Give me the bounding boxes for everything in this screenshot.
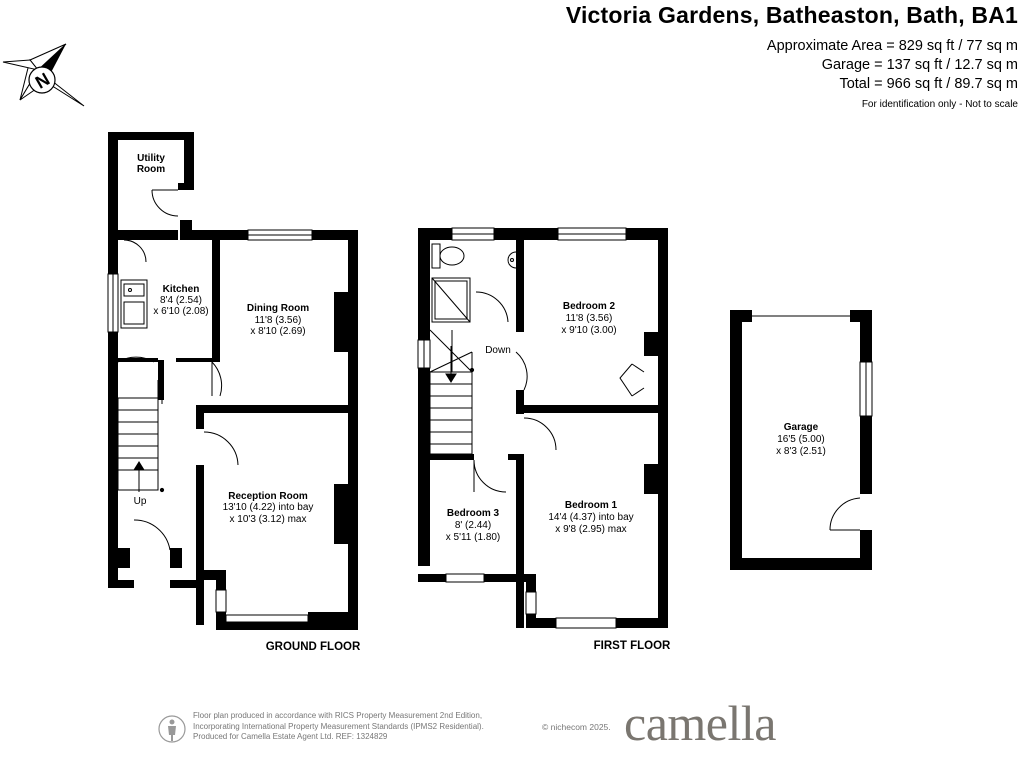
ground-floor-walls xyxy=(108,132,358,630)
first-floor-stairs xyxy=(429,329,475,455)
bedroom-3-dim-2: x 5'11 (1.80) xyxy=(446,532,501,543)
bedroom-2-dim-2: x 9'10 (3.00) xyxy=(561,325,616,336)
ground-floor-stairs xyxy=(117,380,165,493)
ground-floor-title: GROUND FLOOR xyxy=(266,641,361,653)
person-icon xyxy=(158,715,186,743)
dining-room-dim-2: x 8'10 (2.69) xyxy=(250,326,305,337)
first-floor-windows xyxy=(417,227,627,629)
garage-walls xyxy=(730,310,872,570)
bedroom-2-dim-1: 11'8 (3.56) xyxy=(566,313,613,324)
garage-dim-1: 16'5 (5.00) xyxy=(777,434,825,445)
garage-label: Garage xyxy=(784,422,819,433)
ground-floor-windows xyxy=(107,229,313,623)
dining-room-label: Dining Room xyxy=(247,303,309,314)
compass-icon: N xyxy=(2,43,85,107)
footer-line-2: Incorporating International Property Mea… xyxy=(193,721,484,731)
approximate-area: Approximate Area = 829 sq ft / 77 sq m xyxy=(766,38,1018,54)
utility-room-label-2: Room xyxy=(137,164,165,175)
bedroom-3-dim-1: 8' (2.44) xyxy=(455,520,491,531)
kitchen-sink-icon xyxy=(120,279,148,329)
ground-floor-doors xyxy=(117,189,239,551)
bedroom-2-label: Bedroom 2 xyxy=(563,301,616,312)
garage-dim-2: x 8'3 (2.51) xyxy=(776,446,826,457)
total-area: Total = 966 sq ft / 89.7 sq m xyxy=(839,76,1018,92)
bedroom-1-dim-2: x 9'8 (2.95) max xyxy=(555,524,626,535)
bathroom-fixtures xyxy=(431,243,517,323)
reception-room-dim-2: x 10'3 (3.12) max xyxy=(230,514,307,525)
bedroom-1-dim-1: 14'4 (4.37) into bay xyxy=(548,512,633,523)
kitchen-label: Kitchen xyxy=(163,284,200,295)
first-stairs-down-label: Down xyxy=(485,345,511,356)
brand-logo: camella xyxy=(624,695,776,751)
kitchen-dim-2: x 6'10 (2.08) xyxy=(153,306,208,317)
dining-room-dim-1: 11'8 (3.56) xyxy=(255,315,302,326)
footer-line-1: Floor plan produced in accordance with R… xyxy=(193,711,483,720)
kitchen-dim-1: 8'4 (2.54) xyxy=(160,295,202,306)
first-floor-walls xyxy=(418,228,668,628)
scale-disclaimer: For identification only - Not to scale xyxy=(861,99,1018,110)
reception-room-dim-1: 13'10 (4.22) into bay xyxy=(223,502,314,513)
bedroom-1-label: Bedroom 1 xyxy=(565,500,618,511)
ground-stairs-up-label: Up xyxy=(134,496,147,507)
footer-disclaimer: Floor plan produced in accordance with R… xyxy=(193,711,484,743)
garage-openings xyxy=(752,315,873,531)
utility-room-label-1: Utility xyxy=(137,153,165,164)
property-title: Victoria Gardens, Batheaston, Bath, BA1 xyxy=(565,2,1018,28)
first-floor-doors xyxy=(473,291,645,493)
footer-line-3: Produced for Camella Estate Agent Ltd. R… xyxy=(193,732,388,741)
reception-room-label: Reception Room xyxy=(228,491,308,502)
garage-area: Garage = 137 sq ft / 12.7 sq m xyxy=(821,57,1018,73)
first-floor-title: FIRST FLOOR xyxy=(594,640,671,652)
bedroom-3-label: Bedroom 3 xyxy=(447,508,500,519)
copyright-notice: © nichecom 2025. xyxy=(542,722,611,732)
